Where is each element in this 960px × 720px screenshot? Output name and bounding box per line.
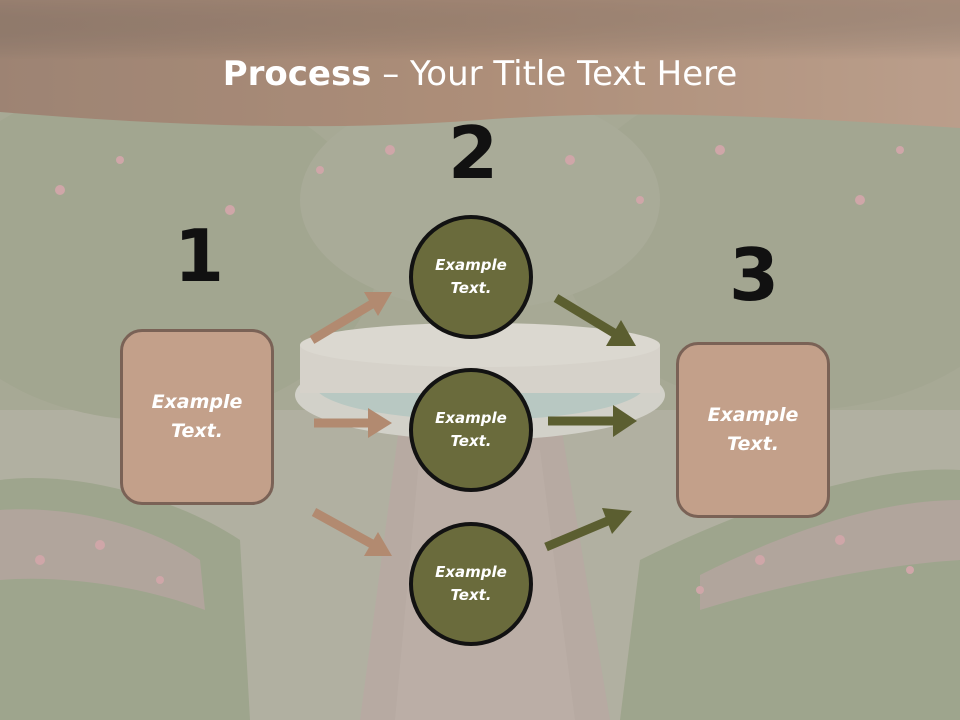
arrow-circle-middle-to-box [548, 405, 637, 437]
title-bold: Process [222, 54, 372, 94]
step-1-box-line1: Example [151, 391, 243, 413]
step-number-3: 3 [728, 233, 780, 317]
title-rest: – Your Title Text Here [371, 54, 738, 94]
step-1-box[interactable]: Example Text. [120, 329, 274, 505]
step-3-box-line2: Text. [727, 433, 779, 455]
arrow-box-to-circle-middle [314, 408, 392, 438]
arrow-box-to-circle-top [309, 292, 392, 344]
circle-top-line1: Example [435, 256, 507, 274]
circle-middle-line1: Example [435, 409, 507, 427]
circle-bottom-line2: Text. [450, 586, 492, 604]
step-3-box[interactable]: Example Text. [676, 342, 830, 518]
circle-top-line2: Text. [450, 279, 492, 297]
step-3-box-line1: Example [707, 404, 799, 426]
step-2-circle-top[interactable]: Example Text. [409, 215, 533, 339]
arrow-box-to-circle-bottom [311, 508, 392, 556]
slide-title: Process – Your Title Text Here [0, 52, 960, 96]
circle-bottom-line1: Example [435, 563, 507, 581]
step-2-circle-middle[interactable]: Example Text. [409, 368, 533, 492]
step-1-box-line2: Text. [171, 420, 223, 442]
circle-middle-line2: Text. [450, 432, 492, 450]
step-number-1: 1 [173, 214, 225, 298]
arrow-circle-bottom-to-box [544, 508, 632, 552]
step-number-2: 2 [447, 111, 499, 195]
step-2-circle-bottom[interactable]: Example Text. [409, 522, 533, 646]
arrow-circle-top-to-box [553, 294, 636, 346]
